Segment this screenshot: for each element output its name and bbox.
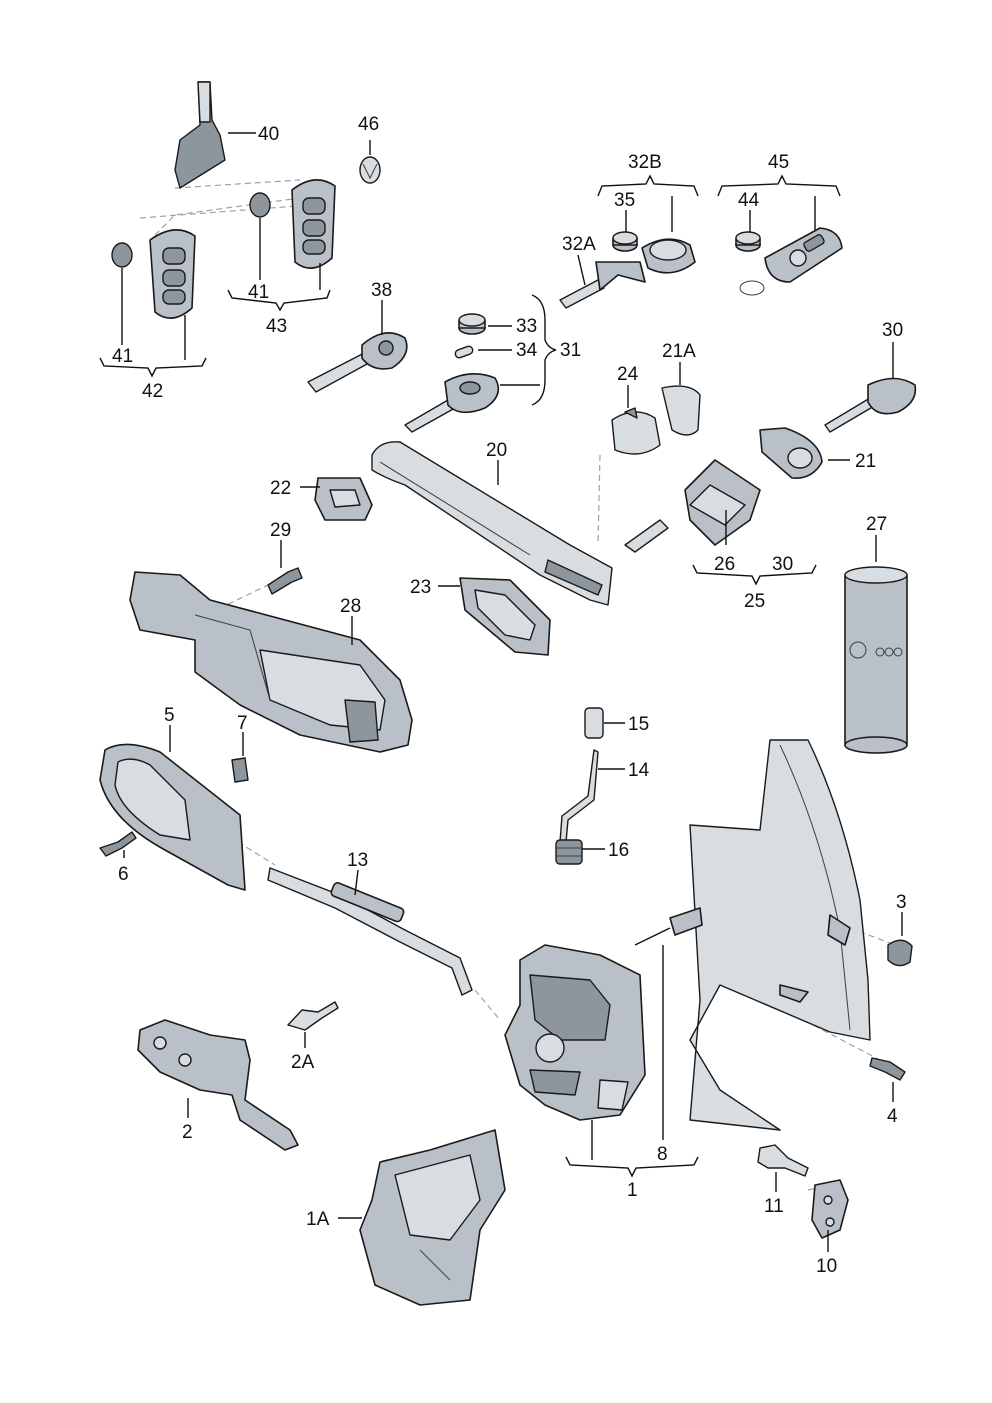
battery-35 — [612, 231, 638, 252]
callout-23: 23 — [410, 577, 431, 598]
callout-38: 38 — [371, 280, 392, 301]
bulb-34 — [454, 345, 474, 359]
bolt-11 — [757, 1144, 809, 1177]
nut-16 — [555, 839, 583, 865]
callout-45: 45 — [768, 152, 789, 173]
grease-can-27 — [844, 566, 908, 754]
lock-cover-1A — [359, 1129, 506, 1306]
callout-11: 11 — [764, 1196, 784, 1217]
callout-20: 20 — [486, 440, 507, 461]
callout-30-cylinder: 30 — [772, 554, 793, 575]
key-blank-38 — [307, 332, 408, 393]
callout-1: 1 — [627, 1180, 638, 1201]
callout-10: 10 — [816, 1256, 837, 1277]
callout-29: 29 — [270, 520, 291, 541]
callout-31: 31 — [560, 340, 581, 361]
gasket-23 — [459, 577, 551, 656]
callout-4: 4 — [887, 1106, 898, 1127]
bracket-2 — [137, 1019, 299, 1151]
callout-44: 44 — [738, 190, 760, 211]
key-31 — [404, 373, 500, 433]
callout-2: 2 — [182, 1122, 193, 1143]
callout-3: 3 — [896, 892, 907, 913]
cap-15 — [584, 707, 604, 739]
battery-41-upper — [249, 192, 271, 218]
striker-plate-10 — [811, 1179, 849, 1239]
callout-33: 33 — [516, 316, 537, 337]
callout-46: 46 — [358, 114, 379, 135]
screw-6 — [99, 831, 137, 857]
callout-2A: 2A — [291, 1052, 315, 1073]
microswitch-8 — [634, 907, 703, 946]
callout-21: 21 — [855, 451, 876, 472]
remote-module-32B — [641, 238, 696, 274]
clip-7 — [231, 757, 249, 783]
callout-41-lower: 41 — [112, 346, 133, 367]
remote-housing-42 — [149, 229, 196, 319]
battery-41-lower — [111, 242, 133, 268]
key-blade-32A — [559, 261, 646, 309]
lock-ring-21 — [759, 427, 823, 479]
rod-14 — [559, 749, 599, 843]
remote-key-45 — [739, 227, 843, 296]
callout-35: 35 — [614, 190, 635, 211]
key-30 — [824, 377, 917, 433]
screw-4 — [869, 1057, 906, 1081]
cap-24 — [611, 407, 661, 455]
callout-28: 28 — [340, 596, 361, 617]
callout-42: 42 — [142, 381, 163, 402]
callout-8: 8 — [657, 1144, 668, 1165]
callout-30-key: 30 — [882, 320, 903, 341]
rivet-2A — [287, 1001, 339, 1031]
callout-27: 27 — [866, 514, 887, 535]
gasket-22 — [314, 477, 373, 521]
callout-1A: 1A — [306, 1209, 330, 1230]
nut-3 — [887, 939, 913, 967]
handle-carrier-28 — [129, 571, 413, 753]
lock-cylinder-26 — [624, 459, 761, 553]
callout-13: 13 — [347, 850, 368, 871]
callout-5: 5 — [164, 705, 175, 726]
remote-housing-43 — [291, 179, 336, 269]
bowden-cable-13 — [267, 867, 473, 996]
interior-handle-5 — [99, 743, 246, 891]
battery-44 — [735, 231, 761, 252]
callout-41-upper: 41 — [248, 282, 269, 303]
door-panel — [689, 739, 871, 1131]
callout-16: 16 — [608, 840, 629, 861]
callout-7: 7 — [237, 713, 248, 734]
callout-26: 26 — [714, 554, 735, 575]
callout-43: 43 — [266, 316, 287, 337]
callout-25: 25 — [744, 591, 765, 612]
vw-emblem-46 — [359, 156, 381, 184]
battery-33 — [458, 313, 486, 335]
callout-22: 22 — [270, 478, 291, 499]
leader-lines — [99, 132, 903, 1252]
callout-34: 34 — [516, 340, 538, 361]
callout-40: 40 — [258, 124, 279, 145]
callout-14: 14 — [628, 760, 650, 781]
key-blade-40 — [174, 81, 226, 189]
callout-15: 15 — [628, 714, 649, 735]
callout-32B: 32B — [628, 152, 662, 173]
cap-21A — [661, 385, 701, 436]
door-lock-1 — [504, 944, 646, 1121]
callout-32A: 32A — [562, 234, 596, 255]
callout-6: 6 — [118, 864, 129, 885]
door-handle-20 — [371, 441, 613, 606]
callout-24: 24 — [617, 364, 639, 385]
callout-labels: 40 46 41 43 41 42 38 33 34 31 32B 35 32A… — [112, 114, 907, 1277]
callout-21A: 21A — [662, 341, 696, 362]
screw-29 — [267, 567, 303, 595]
